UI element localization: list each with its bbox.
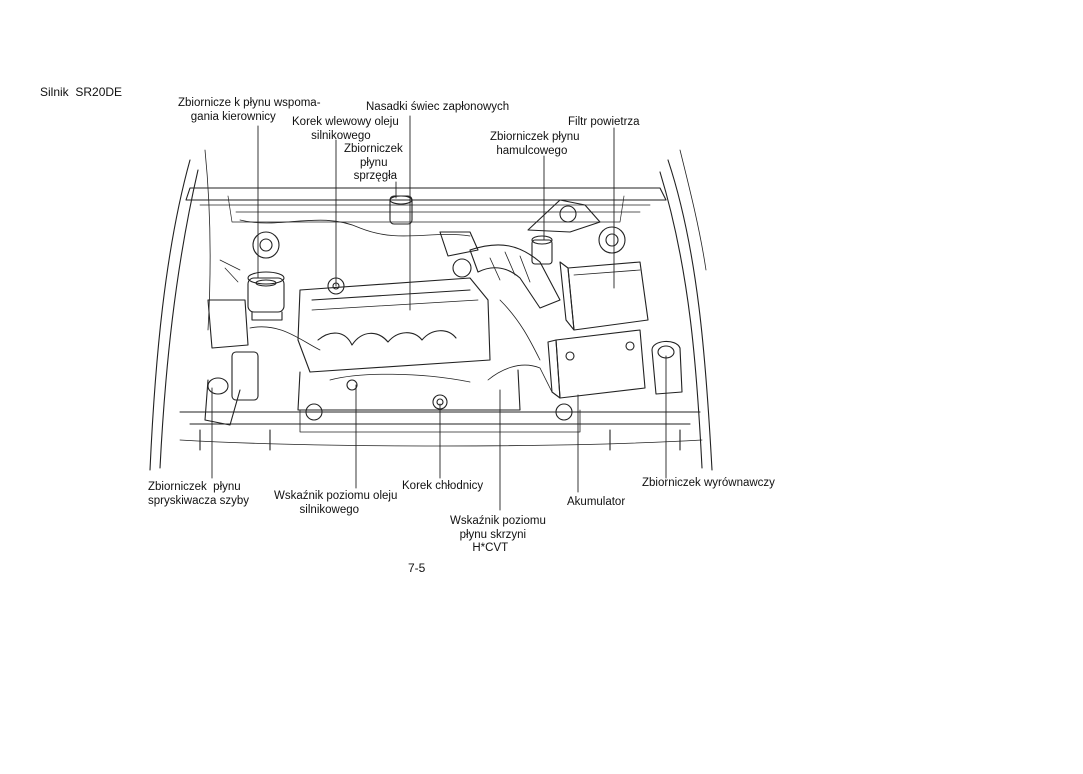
label-washer-fluid-reservoir: Zbiorniczek płynu spryskiwacza szyby	[148, 481, 249, 507]
label-clutch-fluid-reservoir: Zbiorniczek płynu sprzęgła	[344, 143, 403, 182]
label-power-steering-reservoir: Zbiornicze k płynu wspoma- gania kierown…	[178, 97, 321, 123]
body-outline-left	[149, 159, 191, 471]
page-header: Silnik SR20DE	[40, 85, 123, 99]
label-brake-fluid-reservoir: Zbiorniczek płynu hamulcowego	[490, 131, 580, 157]
brake-fluid-reservoir	[527, 199, 601, 265]
engine-block	[297, 277, 521, 411]
radiator-support	[179, 403, 703, 451]
air-filter-box	[559, 261, 649, 331]
label-air-filter: Filtr powietrza	[568, 116, 640, 128]
coolant-reservoir	[651, 340, 683, 395]
label-cvt-dipstick: Wskaźnik poziomu płynu skrzyni H*CVT	[450, 515, 546, 554]
leader-lines	[211, 115, 667, 511]
power-steering-reservoir	[247, 271, 285, 321]
washer-reservoir	[204, 299, 259, 426]
clutch-reservoir	[389, 195, 413, 225]
label-oil-dipstick: Wskaźnik poziomu oleju silnikowego	[274, 490, 398, 516]
page-number: 7-5	[408, 561, 426, 575]
label-battery: Akumulator	[567, 496, 626, 508]
label-oil-filler-cap: Korek wlewowy oleju silnikowego	[292, 116, 399, 142]
battery	[547, 329, 646, 399]
label-radiator-cap: Korek chłodnicy	[402, 480, 484, 492]
firewall	[185, 187, 667, 201]
body-outline-right	[667, 159, 713, 471]
label-coolant-reservoir: Zbiorniczek wyrównawczy	[642, 477, 775, 489]
intake-duct	[439, 231, 561, 309]
label-spark-plug-caps: Nasadki świec zapłonowych	[366, 101, 510, 113]
